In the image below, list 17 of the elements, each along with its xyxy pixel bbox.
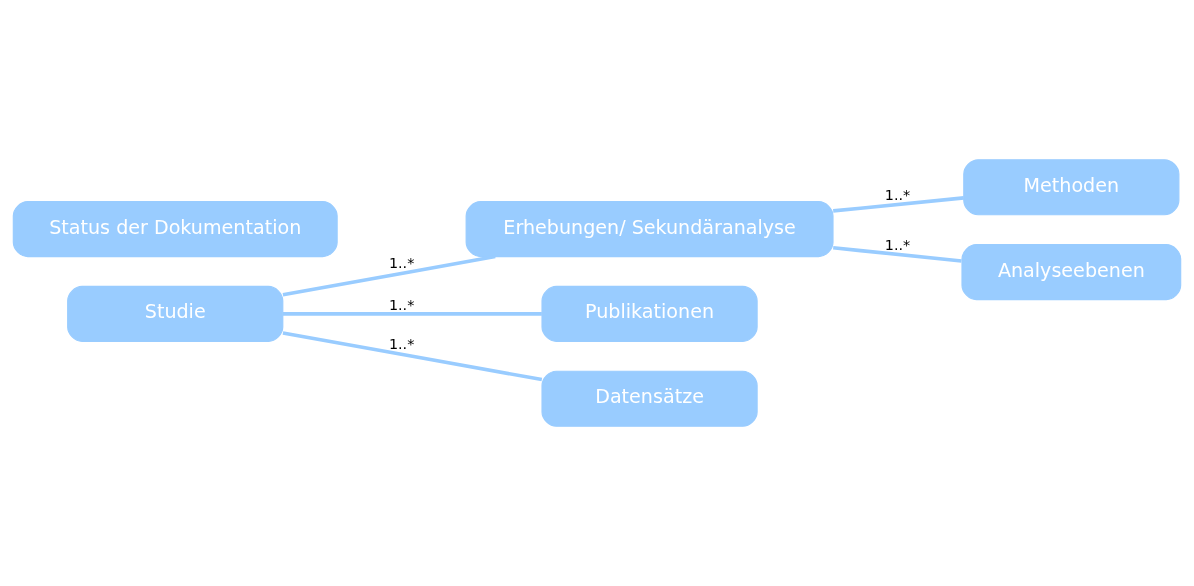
connector (833, 246, 962, 263)
edge-label: 1..* (388, 255, 415, 272)
edge-label: 1..* (884, 186, 911, 203)
edge-label: 1..* (388, 336, 415, 353)
connector (282, 254, 496, 297)
node-box: Studie (67, 285, 284, 342)
connector (282, 331, 543, 382)
node-box: Status der Dokumentation (12, 201, 338, 258)
node-box: Erhebungen/ Sekundäranalyse (465, 201, 834, 258)
edge-label: 1..* (884, 237, 911, 254)
node-box: Analyseebenen (961, 244, 1182, 301)
edge-label: 1..* (388, 296, 415, 313)
connector (833, 196, 964, 213)
node-box: Datensätze (541, 370, 758, 427)
connector (282, 312, 542, 316)
node-box: Publikationen (541, 285, 758, 342)
node-box: Methoden (963, 159, 1180, 216)
